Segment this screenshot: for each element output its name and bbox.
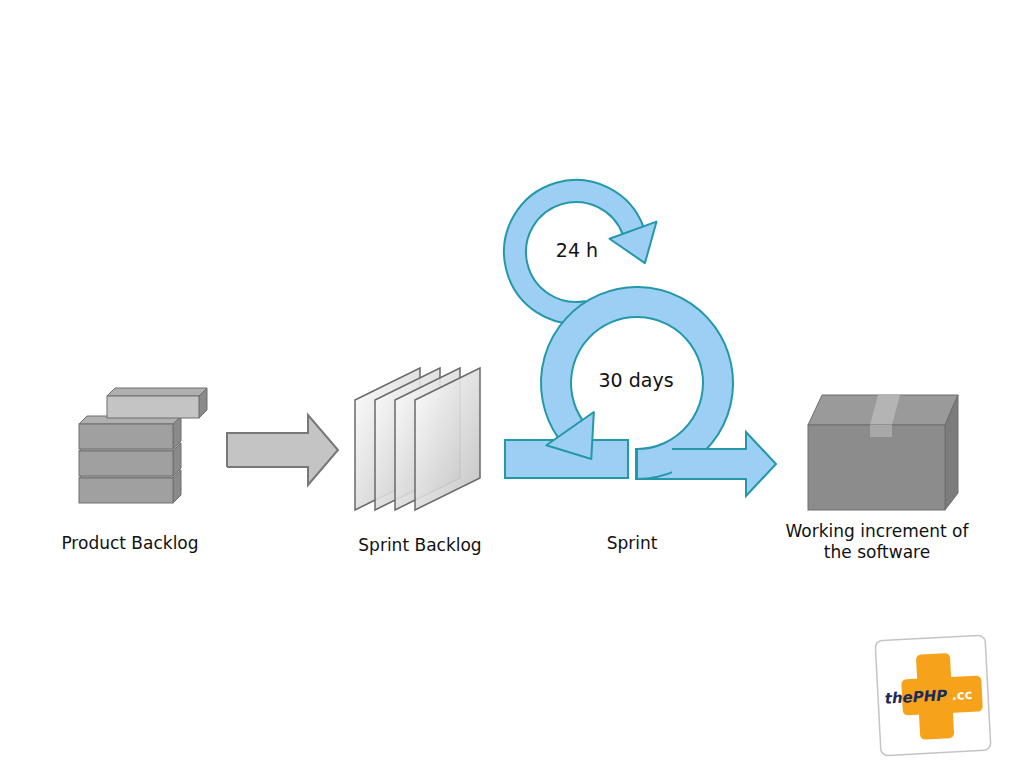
duration-label: 30 days xyxy=(598,369,673,391)
slab-front xyxy=(79,451,173,476)
process-stage: Product Backlog xyxy=(45,385,215,558)
backlog-item xyxy=(79,416,181,449)
box-front xyxy=(808,425,945,510)
duration-label: 24 h xyxy=(556,239,598,261)
slab-side xyxy=(173,416,181,449)
product-backlog-stack xyxy=(79,388,207,503)
sheet xyxy=(415,368,480,510)
box-tape xyxy=(870,425,892,437)
process-stage: Sprint xyxy=(592,300,672,558)
increment-box xyxy=(808,395,958,510)
stage-label: Working increment of the software xyxy=(782,521,972,563)
stage-label: Sprint Backlog xyxy=(340,535,500,556)
logo-card xyxy=(875,635,991,756)
slab-side xyxy=(199,388,207,418)
process-stage: Sprint Backlog xyxy=(340,365,500,560)
slab-front xyxy=(107,396,199,418)
flow-arrow xyxy=(227,415,338,485)
process-stage: Working increment of the software xyxy=(782,390,972,567)
flow-arrow xyxy=(672,432,776,496)
logo-text: .cc xyxy=(951,687,972,703)
sprint-backlog-sheets xyxy=(355,368,480,510)
slab-front xyxy=(79,478,173,503)
loop-arrowhead xyxy=(546,412,594,459)
stage-label: Product Backlog xyxy=(45,533,215,554)
logo-text: thePHP xyxy=(884,686,947,707)
slab-top xyxy=(107,388,207,396)
logo xyxy=(875,635,991,756)
box-tape xyxy=(870,395,900,425)
box-top xyxy=(808,395,958,425)
slab-front xyxy=(79,424,173,449)
box-side xyxy=(945,395,958,510)
stage-label: Sprint xyxy=(592,533,672,554)
loop-arrowhead xyxy=(609,222,656,263)
backlog-item xyxy=(107,388,207,418)
